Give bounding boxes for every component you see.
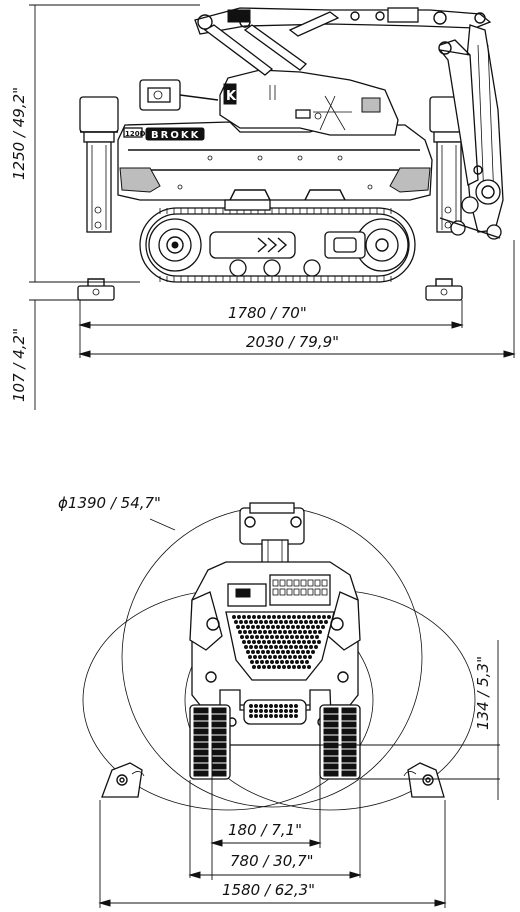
front-right-track <box>319 704 361 780</box>
left-outrigger <box>79 96 119 233</box>
rear-cylinder <box>139 79 219 111</box>
front-body <box>189 561 361 746</box>
front-left-track <box>189 704 231 780</box>
boom-mast <box>239 502 305 581</box>
boom-arm <box>194 7 504 240</box>
track-length-label: 1780 / 70" <box>228 304 307 322</box>
cab-letters: K <box>226 89 237 104</box>
overall-length-label: 2030 / 79,9" <box>246 333 339 351</box>
crawler-track <box>139 199 416 283</box>
offset-label: 180 / 7,1" <box>228 821 302 839</box>
outrigger-width-label: 1580 / 62,3" <box>222 881 315 899</box>
height-dimension: 1250 / 49,2" 107 / 4,2" <box>10 4 200 410</box>
length-dimensions: 1780 / 70" 2030 / 79,9" <box>78 240 516 358</box>
ground-offset-label: 107 / 4,2" <box>10 328 28 402</box>
power-unit-housing: K <box>219 69 399 136</box>
small-plate: 120D <box>125 130 146 138</box>
side-elevation-view: 1250 / 49,2" 107 / 4,2" <box>10 4 516 410</box>
left-front-foot <box>101 762 145 798</box>
left-foot-pad <box>77 278 115 301</box>
brand-plate: BROKK <box>151 130 200 141</box>
chassis-body: BROKK 120D <box>117 121 433 201</box>
front-elevation-view: ϕ1390 / 54,7" <box>58 494 500 908</box>
height-label: 1250 / 49,2" <box>10 87 28 180</box>
right-front-foot <box>403 762 445 798</box>
track-width-label: 780 / 30,7" <box>230 852 314 870</box>
swing-diameter-label: ϕ1390 / 54,7" <box>58 494 161 512</box>
width-dimensions: 134 / 5,3" 180 / 7,1" 780 / 30,7" 1580 /… <box>98 640 500 908</box>
right-foot-pad <box>425 278 463 301</box>
clearance-label: 134 / 5,3" <box>474 656 492 730</box>
